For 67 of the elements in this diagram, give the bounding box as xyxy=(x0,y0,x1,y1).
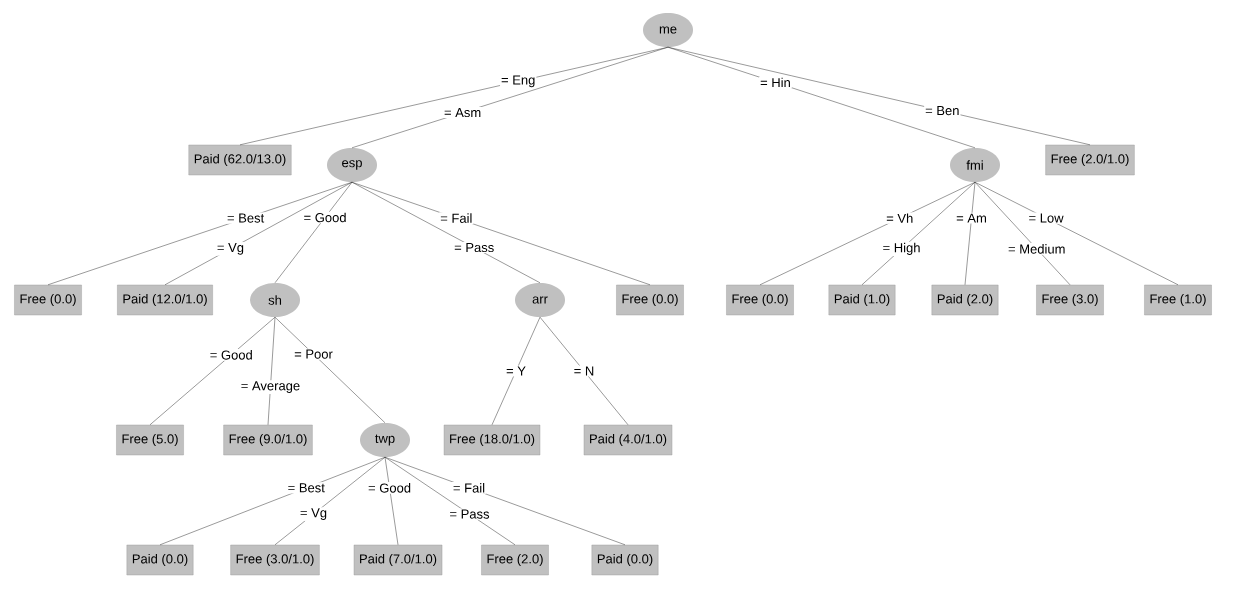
edge-label: = Good xyxy=(208,349,254,361)
edge-label: = Medium xyxy=(1007,243,1067,255)
branch-line xyxy=(351,182,651,285)
branch-line xyxy=(274,182,353,283)
edge-label: = Fail xyxy=(439,212,474,224)
leaf-box: Paid (62.0/13.0) xyxy=(188,144,292,176)
attribute-node: esp xyxy=(327,148,377,182)
edge-label: = Eng xyxy=(500,74,537,89)
edge-label: = Am xyxy=(955,212,988,224)
edge-label: = Ben xyxy=(924,105,961,117)
leaf-box: Paid (2.0) xyxy=(931,284,999,316)
attribute-node: arr xyxy=(515,283,565,317)
edge-label: = Y xyxy=(505,365,527,377)
leaf-box: Free (18.0/1.0) xyxy=(443,424,541,456)
branch-line xyxy=(667,47,976,148)
edge-label: = Average xyxy=(239,380,302,394)
branch-line xyxy=(964,182,976,285)
leaf-box: Paid (0.0) xyxy=(126,544,194,576)
leaf-box: Paid (4.0/1.0) xyxy=(583,424,673,456)
edge-label: = Vg xyxy=(215,242,245,256)
edge-label: = High xyxy=(881,241,922,256)
attribute-node: fmi xyxy=(950,148,1000,182)
edge-label: = Vg xyxy=(298,507,329,521)
branch-line xyxy=(47,182,353,285)
branch-line xyxy=(667,47,1091,145)
branch-line xyxy=(759,182,976,285)
branch-line xyxy=(351,182,541,283)
leaf-box: Free (9.0/1.0) xyxy=(223,424,313,456)
leaf-box: Paid (0.0) xyxy=(591,544,659,576)
edge-label: = Pass xyxy=(448,508,491,520)
edge-label: = Vh xyxy=(885,212,915,224)
branch-line xyxy=(274,317,386,423)
leaf-box: Paid (1.0) xyxy=(828,284,896,316)
branch-line xyxy=(384,457,399,545)
branch-line xyxy=(491,317,541,425)
branch-line xyxy=(384,457,516,545)
attribute-node: me xyxy=(643,13,693,47)
leaf-box: Free (5.0) xyxy=(116,424,184,456)
branch-line xyxy=(974,182,1071,285)
edge-label: = Asm xyxy=(443,107,483,119)
edge-label: = Good xyxy=(367,482,413,494)
edge-label: = N xyxy=(572,365,596,377)
leaf-box: Free (3.0) xyxy=(1036,284,1104,316)
attribute-node: sh xyxy=(250,283,300,317)
branch-line xyxy=(861,182,976,285)
leaf-box: Free (0.0) xyxy=(726,284,794,316)
leaf-box: Free (1.0) xyxy=(1144,284,1212,316)
leaf-box: Free (0.0) xyxy=(14,284,82,316)
edge-label: = Best xyxy=(286,482,326,494)
edge-label: = Hin xyxy=(759,76,792,89)
edge-label: = Pass xyxy=(453,242,496,254)
leaf-box: Paid (12.0/1.0) xyxy=(117,284,213,316)
edge-label: = Low xyxy=(1027,212,1065,224)
leaf-box: Free (3.0/1.0) xyxy=(230,544,320,576)
edge-label: = Good xyxy=(302,211,348,224)
leaf-box: Free (0.0) xyxy=(616,284,684,316)
leaf-box: Paid (7.0/1.0) xyxy=(353,544,443,576)
edge-label: = Poor xyxy=(293,348,334,360)
branch-line xyxy=(149,317,276,425)
branch-line xyxy=(539,317,629,425)
leaf-box: Free (2.0/1.0) xyxy=(1045,144,1135,176)
edge-label: = Fail xyxy=(451,482,487,494)
branch-line xyxy=(974,182,1179,285)
edge-label: = Best xyxy=(226,212,266,224)
leaf-box: Free (2.0) xyxy=(481,544,549,576)
attribute-node: twp xyxy=(360,423,410,457)
branch-line xyxy=(351,47,669,148)
